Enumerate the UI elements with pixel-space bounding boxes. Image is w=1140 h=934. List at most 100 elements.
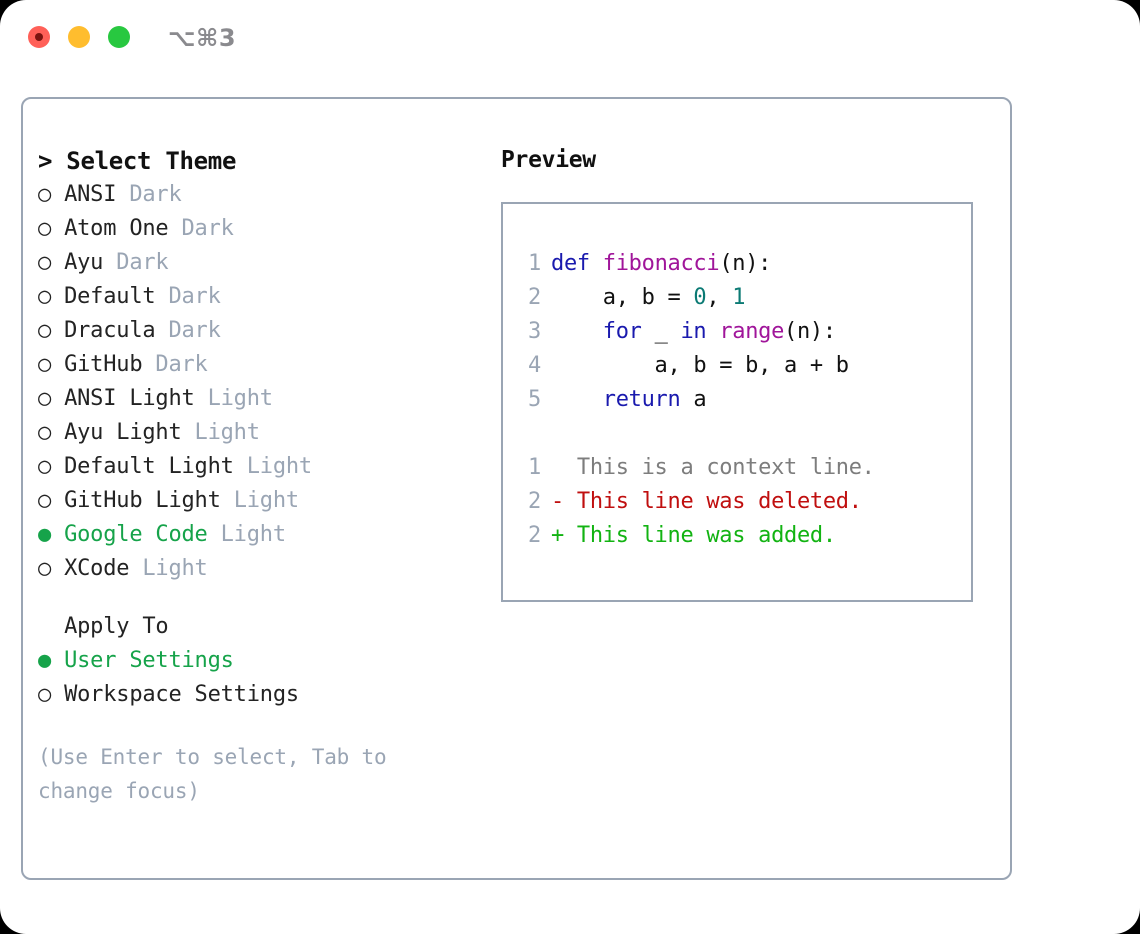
theme-option-dracula[interactable]: ○ Dracula Dark [38, 314, 498, 348]
spacer [51, 182, 64, 207]
code-token [551, 319, 603, 344]
theme-option-label: GitHub Light [64, 488, 221, 513]
diff-spacer [519, 417, 965, 451]
spacer [51, 454, 64, 479]
theme-option-xcode[interactable]: ○ XCode Light [38, 552, 498, 586]
spacer [195, 386, 208, 411]
spacer [51, 318, 64, 343]
spacer [155, 284, 168, 309]
apply-to-option-user-settings[interactable]: ● User Settings [38, 644, 498, 678]
line-number: 1 [528, 455, 541, 480]
theme-option-ayu-light[interactable]: ○ Ayu Light Light [38, 416, 498, 450]
code-line: 4 a, b = b, a + b [519, 349, 965, 383]
radio-unselected-icon: ○ [38, 682, 52, 707]
theme-option-label: XCode [64, 556, 130, 581]
spacer [51, 352, 64, 377]
diff-sample: 1 This is a context line. 2- This line wa… [519, 451, 965, 553]
radio-selected-icon: ● [38, 648, 52, 673]
code-token: fibonacci [602, 251, 720, 276]
line-number: 4 [528, 353, 541, 378]
minimize-window-button[interactable] [68, 26, 90, 48]
code-token: 1 [732, 285, 746, 310]
apply-to-list: ● User Settings○ Workspace Settings [38, 644, 498, 712]
theme-option-atom-one[interactable]: ○ Atom One Dark [38, 212, 498, 246]
code-line: 2 a, b = 0, 1 [519, 281, 965, 315]
theme-option-tag: Light [246, 454, 312, 479]
radio-unselected-icon: ○ [38, 420, 52, 445]
code-token [706, 319, 719, 344]
theme-option-label: ANSI Light [64, 386, 195, 411]
code-token: return [602, 387, 681, 412]
theme-option-tag: Dark [181, 216, 234, 241]
radio-unselected-icon: ○ [38, 352, 52, 377]
code-token: 0 [693, 285, 707, 310]
theme-option-ayu[interactable]: ○ Ayu Dark [38, 246, 498, 280]
theme-option-tag: Light [194, 420, 260, 445]
diff-line: 2- This line was deleted. [519, 485, 965, 519]
code-token [551, 387, 603, 412]
spacer [116, 182, 129, 207]
theme-option-label: GitHub [64, 352, 143, 377]
apply-to-option-label: User Settings [64, 648, 234, 673]
radio-unselected-icon: ○ [38, 250, 52, 275]
theme-option-ansi-light[interactable]: ○ ANSI Light Light [38, 382, 498, 416]
radio-unselected-icon: ○ [38, 284, 52, 309]
spacer [51, 284, 64, 309]
theme-option-label: ANSI [64, 182, 117, 207]
code-line: 5 return a [519, 383, 965, 417]
title-bar: ⌥⌘3 [0, 0, 1140, 78]
code-token: def [551, 251, 590, 276]
close-window-button[interactable] [28, 26, 50, 48]
list-spacer [38, 586, 498, 610]
radio-unselected-icon: ○ [38, 488, 52, 513]
theme-option-label: Ayu Light [64, 420, 182, 445]
line-number: 5 [528, 387, 541, 412]
theme-option-label: Google Code [64, 522, 208, 547]
code-token: (n): [784, 319, 836, 344]
theme-option-tag: Dark [168, 284, 221, 309]
spacer [182, 420, 195, 445]
spacer [51, 488, 64, 513]
code-token: (n): [719, 251, 772, 276]
spacer [51, 216, 64, 241]
apply-to-heading: ○ Apply To [64, 614, 169, 639]
radio-selected-icon: ● [38, 522, 52, 547]
radio-unselected-icon: ○ [38, 318, 52, 343]
theme-option-github-light[interactable]: ○ GitHub Light Light [38, 484, 498, 518]
theme-option-label: Default [64, 284, 156, 309]
spacer [51, 556, 64, 581]
window-controls [28, 26, 130, 48]
code-line: 3 for _ in range(n): [519, 315, 965, 349]
code-line: 1 def fibonacci(n): [519, 247, 965, 281]
theme-option-tag: Dark [168, 318, 221, 343]
code-token: a, b = [551, 285, 694, 310]
code-token: a [680, 387, 707, 412]
theme-option-default-light[interactable]: ○ Default Light Light [38, 450, 498, 484]
theme-option-google-code[interactable]: ● Google Code Light [38, 518, 498, 552]
code-token: range [719, 319, 785, 344]
preview-heading: Preview [501, 147, 596, 173]
theme-option-ansi[interactable]: ○ ANSI Dark [38, 178, 498, 212]
spacer [103, 250, 116, 275]
line-number: 2 [528, 489, 541, 514]
theme-option-github[interactable]: ○ GitHub Dark [38, 348, 498, 382]
select-theme-heading: > Select Theme [38, 147, 237, 175]
diff-line-text: This is a context line. [551, 455, 875, 480]
spacer [155, 318, 168, 343]
theme-option-tag: Dark [155, 352, 208, 377]
spacer [221, 488, 234, 513]
line-number: 1 [528, 251, 541, 276]
zoom-window-button[interactable] [108, 26, 130, 48]
line-number: 3 [528, 319, 541, 344]
keyboard-shortcut-label: ⌥⌘3 [168, 24, 237, 52]
apply-to-option-workspace-settings[interactable]: ○ Workspace Settings [38, 678, 498, 712]
spacer [168, 216, 181, 241]
hint-spacer [38, 712, 498, 740]
spacer [51, 250, 64, 275]
radio-unselected-icon: ○ [38, 216, 52, 241]
code-token: in [680, 319, 707, 344]
radio-unselected-icon: ○ [38, 386, 52, 411]
theme-option-default[interactable]: ○ Default Dark [38, 280, 498, 314]
